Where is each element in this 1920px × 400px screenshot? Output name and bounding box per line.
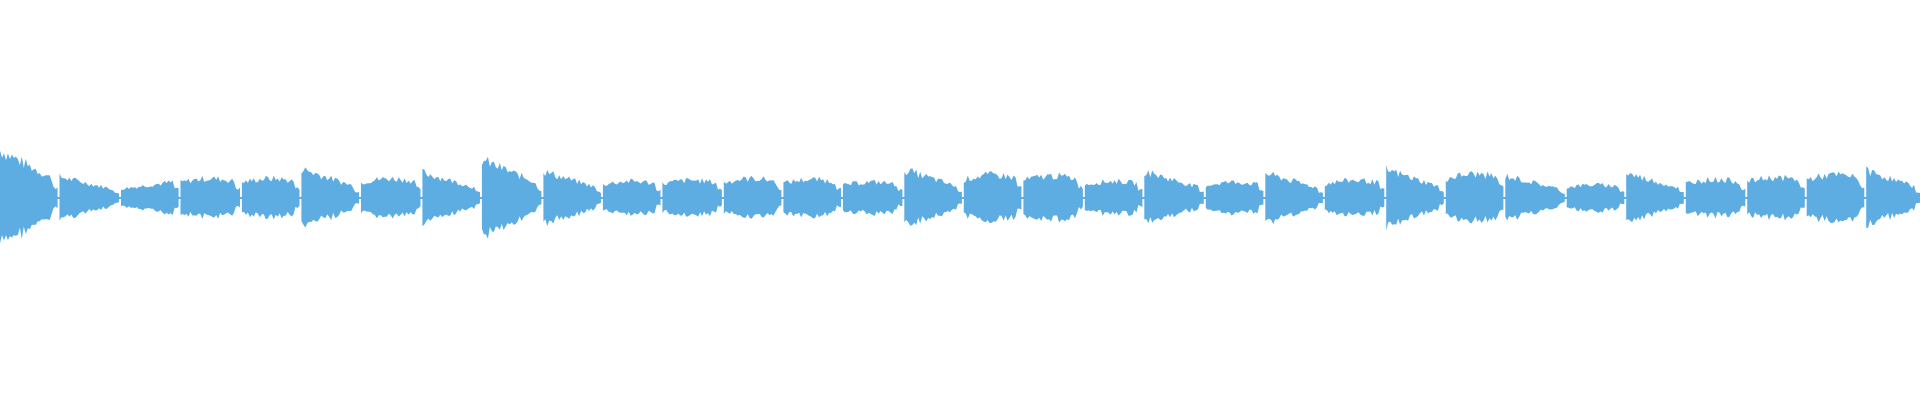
waveform-beat xyxy=(1806,171,1865,223)
waveform-beat xyxy=(241,175,300,220)
waveform-beat xyxy=(1324,177,1385,217)
waveform-beat xyxy=(723,175,782,219)
waveform-beat xyxy=(602,178,661,216)
waveform-beat xyxy=(963,171,1022,224)
waveform-beat xyxy=(1626,173,1684,223)
waveform-beat xyxy=(1023,172,1083,223)
waveform-beat xyxy=(481,156,542,239)
waveform-beat xyxy=(842,179,903,216)
waveform-beat xyxy=(904,168,962,226)
waveform-beat xyxy=(1866,166,1920,228)
waveform-beat xyxy=(1144,170,1204,224)
waveform-beat xyxy=(1084,178,1143,216)
waveform-beat xyxy=(1386,165,1444,231)
waveform-beat xyxy=(662,178,722,217)
waveform-beat xyxy=(1566,182,1625,213)
waveform-beat xyxy=(59,173,119,221)
waveform-beat xyxy=(301,167,359,228)
waveform-beat xyxy=(180,175,240,219)
waveform-beat xyxy=(1747,174,1805,221)
waveform-beat xyxy=(361,176,421,219)
waveform-beat xyxy=(783,176,841,219)
waveform-beat xyxy=(1205,180,1264,216)
waveform-beat xyxy=(543,169,601,227)
waveform-beat xyxy=(1265,171,1323,225)
waveform-beat xyxy=(0,150,58,244)
waveform-beat xyxy=(1505,173,1565,221)
waveform-beat xyxy=(1685,176,1746,219)
waveform-beat xyxy=(121,180,179,216)
waveform-beat xyxy=(1445,171,1504,224)
waveform-beat xyxy=(422,168,480,227)
waveform-beats xyxy=(0,150,1920,244)
